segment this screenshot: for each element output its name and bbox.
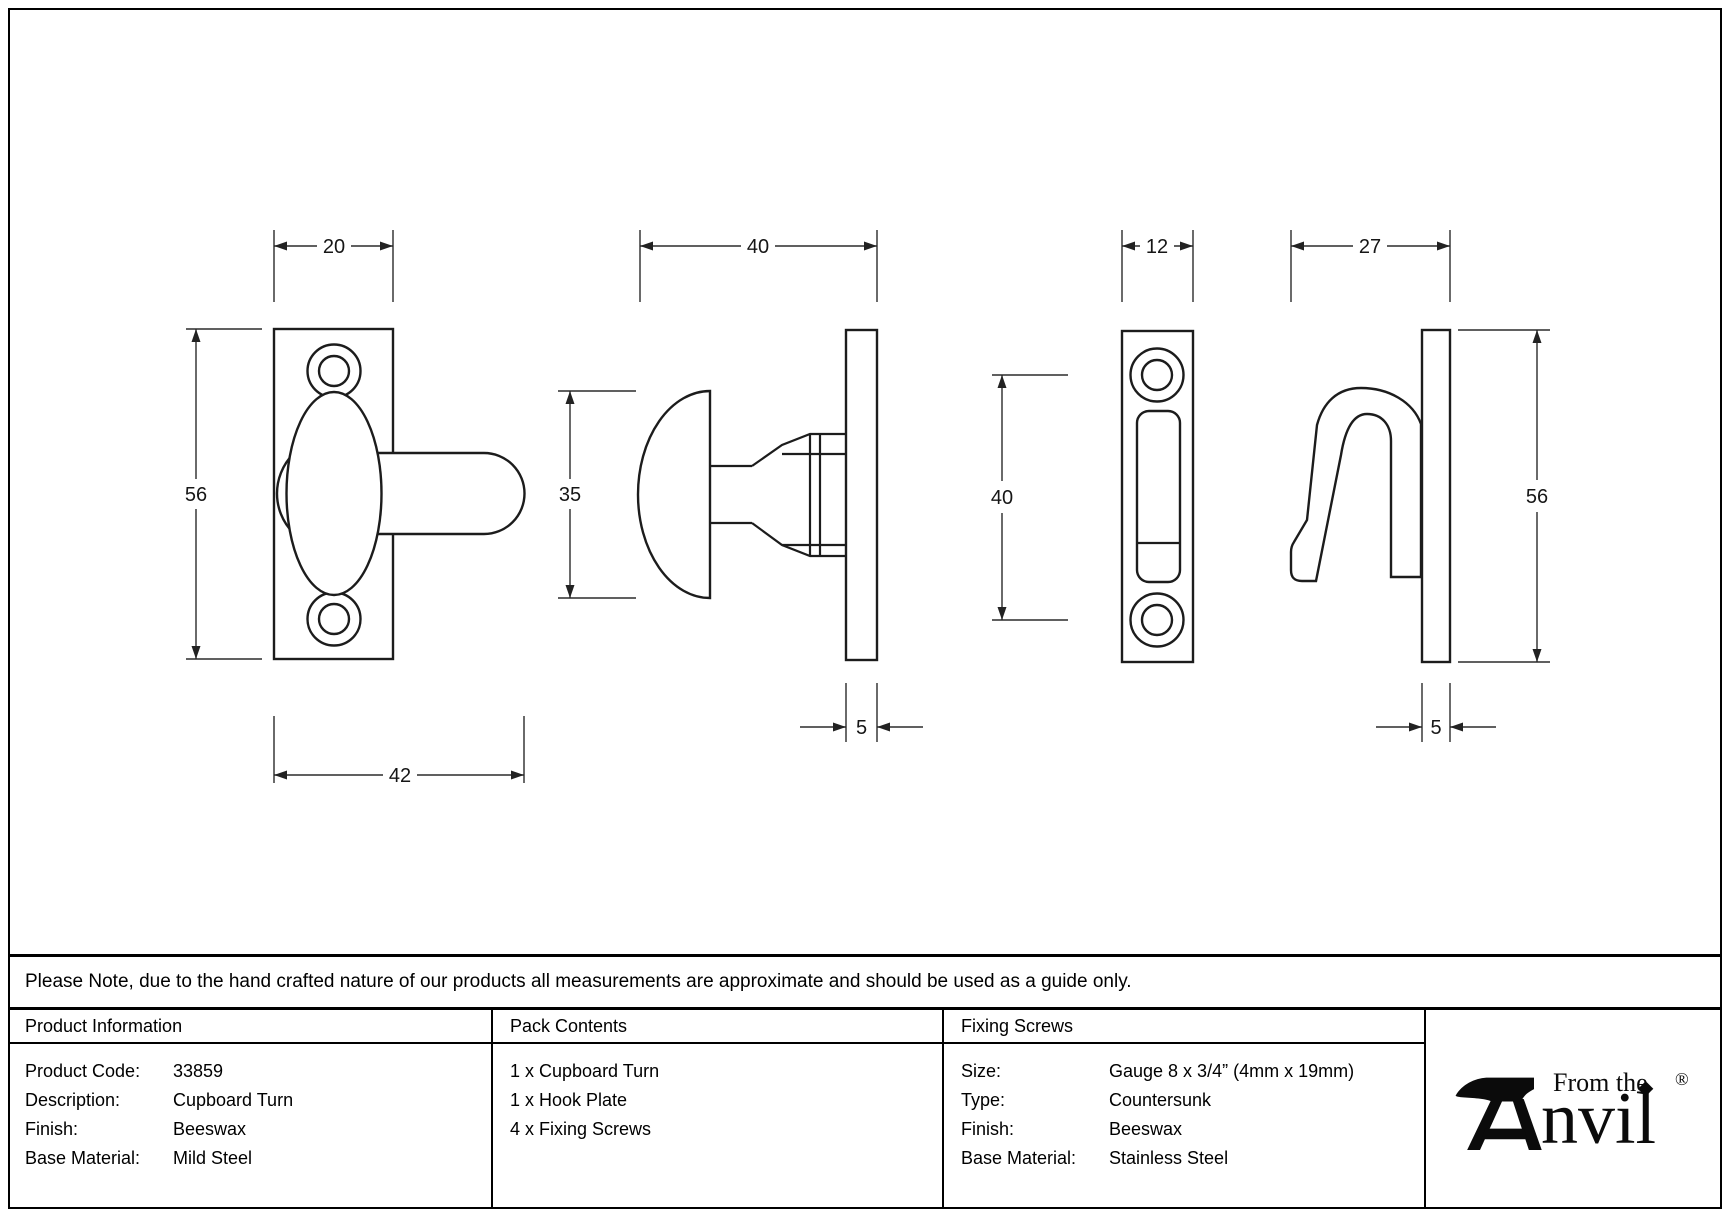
header-fixing-screws: Fixing Screws (944, 1010, 1424, 1044)
pack-item: 4 x Fixing Screws (510, 1119, 652, 1139)
hook-plate-slot (1135, 409, 1182, 584)
screw-type-row: Type: Countersunk (961, 1090, 1212, 1110)
dimension-hook-plate-width: 12 (1121, 230, 1194, 302)
dim-label-56: 56 (185, 484, 207, 506)
anvil-a-icon (1455, 1077, 1542, 1150)
dimension-plate-thickness: 5 (800, 683, 923, 742)
dim-label-20: 20 (323, 236, 345, 258)
finish-row: Finish: Beeswax (25, 1119, 247, 1139)
logo-anvil-text: nvil (1541, 1078, 1656, 1160)
fixing-screws-body: Size: Gauge 8 x 3/4” (4mm x 19mm) Type: … (944, 1044, 1424, 1209)
dimension-hook-plate-thickness: 5 (1376, 683, 1496, 742)
screw-hole-top-inner (317, 354, 351, 388)
dimension-hook-projection: 27 (1290, 230, 1451, 302)
collar-top (751, 432, 846, 467)
dim-label-40: 40 (747, 236, 769, 258)
collar-bottom (751, 522, 846, 558)
header-product-information: Product Information (8, 1010, 493, 1044)
pack-item: 1 x Cupboard Turn (510, 1061, 660, 1081)
dim-label-56-right: 56 (1526, 486, 1548, 508)
hook-side-plate-outline (1420, 328, 1452, 664)
drawing-hook-plate-front: 12 40 (991, 230, 1195, 664)
logo-registered-icon: ® (1675, 1069, 1689, 1089)
hook-plate-hole-bottom-inner (1140, 603, 1174, 637)
description-row: Description: Cupboard Turn (25, 1090, 294, 1110)
screw-base-material-row: Base Material: Stainless Steel (961, 1148, 1229, 1168)
logo-diamond-icon: ◆ (1638, 1077, 1654, 1099)
pack-contents-body: 1 x Cupboard Turn 1 x Hook Plate 4 x Fix… (493, 1044, 944, 1209)
pack-item: 1 x Hook Plate (510, 1090, 628, 1110)
hook-plate-hole-top-inner (1140, 358, 1174, 392)
drawing-cupboard-turn-side: 40 35 5 (558, 230, 923, 742)
brand-logo-cell: From the ◆ nvil ® (1424, 1010, 1722, 1209)
spec-table: Product Information Pack Contents Fixing… (8, 1007, 1722, 1209)
dimension-plate-height: 56 (185, 328, 262, 660)
dimension-projection-40: 40 (639, 230, 878, 302)
screw-finish-row: Finish: Beeswax (961, 1119, 1183, 1139)
oval-knob (285, 390, 383, 597)
drawing-hook-plate-side: 27 56 5 (1289, 230, 1550, 742)
dome-knob (636, 389, 712, 600)
dim-label-5: 5 (856, 717, 867, 739)
dimension-hole-centres: 40 (991, 374, 1068, 621)
from-the-anvil-logo: From the ◆ nvil ® (1455, 1068, 1689, 1160)
hook-profile (1289, 386, 1423, 583)
dim-label-12: 12 (1146, 236, 1168, 258)
header-pack-contents: Pack Contents (493, 1010, 944, 1044)
screw-size-row: Size: Gauge 8 x 3/4” (4mm x 19mm) (961, 1061, 1355, 1081)
dimension-overall-width: 42 (273, 716, 525, 787)
drawing-cupboard-turn-front: 20 56 42 (185, 230, 526, 787)
dim-label-27: 27 (1359, 236, 1381, 258)
screw-hole-bottom-inner (317, 602, 351, 636)
dimension-knob-height: 35 (558, 390, 636, 599)
base-material-row: Base Material: Mild Steel (25, 1148, 253, 1168)
dimension-plate-width: 20 (273, 230, 394, 302)
measurement-note: Please Note, due to the hand crafted nat… (8, 954, 1722, 1007)
dim-label-40-centres: 40 (991, 487, 1013, 509)
latch-tongue (360, 451, 526, 536)
dimension-hook-plate-height: 56 (1458, 329, 1550, 663)
logo-from-the-text: From the (1553, 1068, 1648, 1097)
dim-label-5-right: 5 (1430, 717, 1441, 739)
dim-label-42: 42 (389, 765, 411, 787)
note-text: Please Note, due to the hand crafted nat… (25, 971, 1132, 992)
product-information-body: Product Code: 33859 Description: Cupboar… (8, 1044, 493, 1209)
side-plate-outline (844, 328, 879, 662)
product-code-row: Product Code: 33859 (25, 1061, 224, 1081)
technical-drawings: 20 56 42 (185, 230, 1550, 787)
dim-label-35: 35 (559, 484, 581, 506)
